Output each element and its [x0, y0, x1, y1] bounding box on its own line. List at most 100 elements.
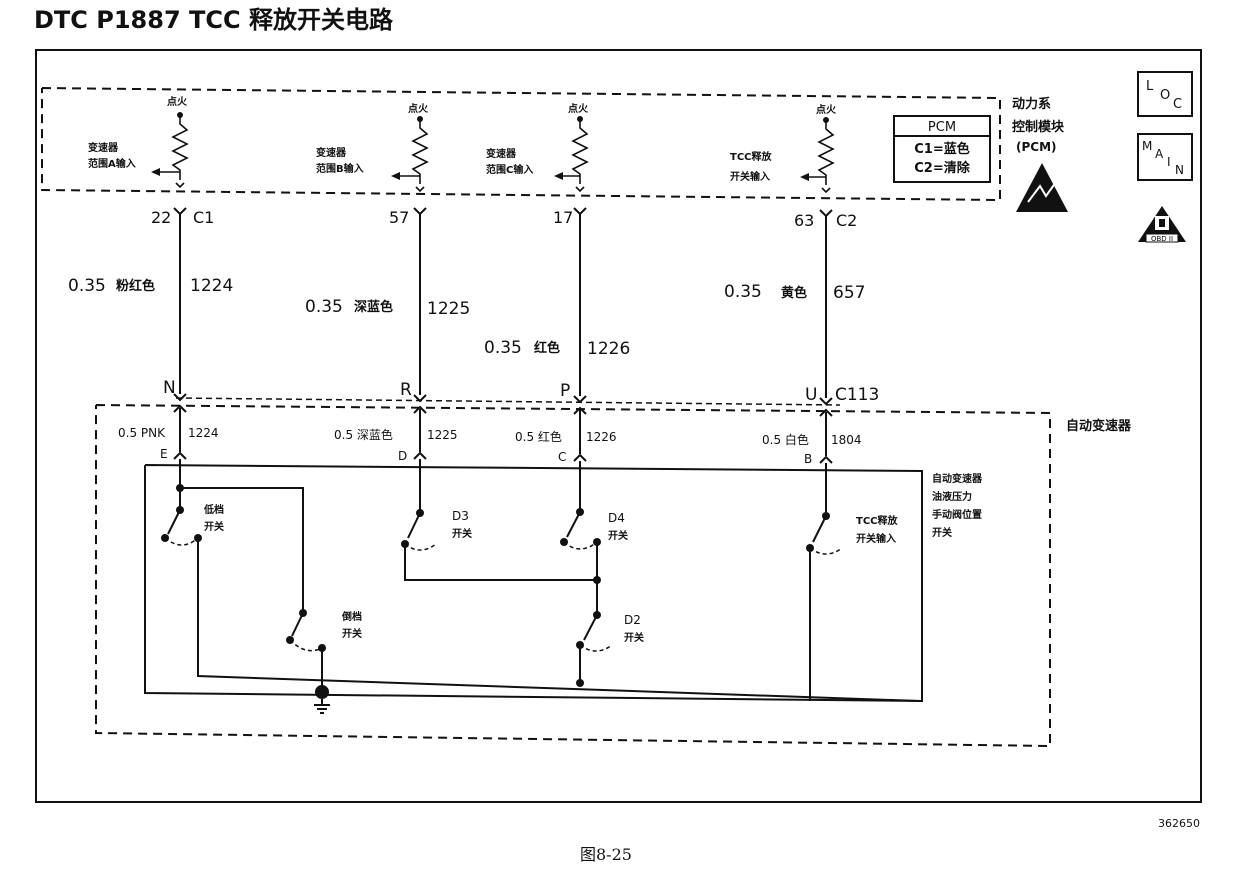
low-gear-switch: 低档 开关: [161, 503, 224, 546]
ignition-label-b: 点火: [408, 102, 429, 115]
wire-1224-size: 0.35: [68, 276, 106, 296]
pin-a-number: 22: [151, 208, 171, 227]
loc-letter-c: C: [1173, 97, 1182, 112]
obd-badge: OBD II: [1138, 206, 1186, 243]
pcm-name-line1: 动力系: [1012, 96, 1051, 112]
pcm-name-line2: 控制模块: [1012, 119, 1065, 135]
tcc-switch-label-2: 开关输入: [856, 532, 896, 545]
ignition-label-d: 点火: [816, 103, 837, 116]
trans-pin-c: C: [558, 450, 566, 464]
loc-letter-o: O: [1160, 88, 1170, 103]
pcm-input-range-a: 点火 变速器 范围A输入: [88, 95, 189, 189]
pin-d-number: 63: [794, 211, 814, 230]
range-c-label-1: 变速器: [486, 147, 517, 160]
lower-wires: [173, 408, 833, 464]
low-switch-label-1: 低档: [203, 503, 224, 516]
reverse-switch-label-1: 倒档: [341, 610, 362, 623]
trans-wire-1224-circuit: 1224: [188, 426, 219, 440]
c113-connector: N R P U C113: [163, 378, 879, 417]
main-letter-a: A: [1155, 147, 1164, 161]
main-badge: M A I N: [1137, 133, 1193, 181]
low-switch-label-2: 开关: [204, 520, 224, 533]
trans-wire-1224-spec: 0.5 PNK: [118, 426, 166, 440]
wire-1224-circuit: 1224: [190, 276, 233, 296]
pcm-input-range-c: 点火 变速器 范围C输入: [486, 102, 589, 193]
wire-spec-1226: 0.35 红色 1226: [484, 338, 630, 359]
d3-switch-label-1: D3: [452, 509, 469, 523]
pin-b-number: 57: [389, 208, 409, 227]
reverse-switch: 倒档 开关: [286, 609, 362, 652]
c113-pin-p: P: [560, 381, 570, 401]
c113-pin-n: N: [163, 378, 176, 398]
main-letter-m: M: [1142, 139, 1152, 153]
ignition-label-c: 点火: [568, 102, 589, 115]
pcm-input-tcc: 点火 TCC释放 开关输入: [730, 103, 837, 194]
ignition-label-a: 点火: [167, 95, 188, 108]
trans-pin-b: B: [804, 452, 812, 466]
d4-switch-label-1: D4: [608, 511, 625, 525]
tcc-release-switch: TCC释放 开关输入: [806, 512, 898, 555]
pcm-input-range-b: 点火 变速器 范围B输入: [316, 102, 429, 193]
trans-wire-1804: 0.5 白色 1804 B: [762, 432, 862, 466]
trans-wire-1226: 0.5 红色 1226 C: [515, 429, 617, 464]
wire-1224-color: 粉红色: [116, 278, 155, 294]
pcm-connector-pins: 22 C1 57 17 63 C2: [151, 207, 857, 230]
pcm-legend-c1: C1=蓝色: [914, 141, 969, 157]
ground-icon: [314, 685, 330, 714]
trans-wire-1224: 0.5 PNK 1224 E: [118, 426, 219, 461]
range-b-label-2: 范围B输入: [316, 162, 364, 175]
range-b-label-1: 变速器: [316, 146, 347, 159]
main-letter-i: I: [1167, 155, 1171, 169]
trans-wire-1225: 0.5 深蓝色 1225 D: [334, 428, 458, 463]
d2-switch-label-1: D2: [624, 613, 641, 627]
wire-657-circuit: 657: [833, 283, 865, 303]
main-wires: [179, 214, 827, 398]
figure-number: 362650: [1158, 817, 1200, 830]
pcm-legend: PCM C1=蓝色 C2=清除: [893, 115, 991, 183]
range-a-label-1: 变速器: [88, 141, 119, 154]
pin-c-number: 17: [553, 208, 573, 227]
range-a-label-2: 范围A输入: [88, 157, 136, 170]
wire-657-size: 0.35: [724, 282, 762, 302]
wire-1225-color: 深蓝色: [354, 299, 393, 315]
d2-switch: D2 开关: [576, 611, 644, 652]
c113-pin-u: U: [805, 385, 817, 405]
d3-switch: D3 开关: [401, 509, 472, 551]
tcc-input-label-1: TCC释放: [730, 150, 772, 163]
wire-spec-657: 0.35 黄色 657: [724, 282, 865, 303]
trans-wire-1226-circuit: 1226: [586, 430, 617, 444]
wire-657-color: 黄色: [781, 285, 807, 301]
trans-wire-1804-spec: 0.5 白色: [762, 432, 809, 447]
switch-assembly-label-2: 油液压力: [932, 490, 972, 503]
wire-1225-size: 0.35: [305, 297, 343, 317]
switch-assembly-box: [144, 464, 923, 703]
switch-assembly-label: 自动变速器 油液压力 手动阀位置 开关: [932, 472, 983, 539]
trans-pin-d: D: [398, 449, 407, 463]
range-c-label-2: 范围C输入: [486, 163, 533, 176]
d4-switch: D4 开关: [560, 508, 628, 550]
switch-wiring: [176, 459, 921, 702]
loc-letter-l: L: [1146, 79, 1154, 94]
pcm-legend-c2: C2=清除: [914, 160, 970, 176]
c113-pin-r: R: [400, 380, 412, 400]
transmission-boundary: [95, 404, 1051, 748]
connector-c1: C1: [193, 208, 214, 227]
pcm-legend-header: PCM: [928, 120, 956, 135]
wire-1226-size: 0.35: [484, 338, 522, 358]
d2-switch-label-2: 开关: [624, 631, 644, 644]
figure-caption: 图8-25: [580, 845, 632, 864]
trans-wire-1225-spec: 0.5 深蓝色: [334, 428, 393, 442]
trans-wire-1226-spec: 0.5 红色: [515, 429, 562, 444]
trans-wire-1804-circuit: 1804: [831, 433, 862, 447]
tcc-input-label-2: 开关输入: [730, 170, 770, 183]
pcm-name-line3: (PCM): [1016, 140, 1057, 154]
wire-1226-circuit: 1226: [587, 339, 630, 359]
reverse-switch-label-2: 开关: [342, 627, 362, 640]
transmission-label: 自动变速器: [1066, 418, 1132, 434]
main-letter-n: N: [1175, 163, 1184, 177]
trans-wire-1225-circuit: 1225: [427, 428, 458, 442]
obd-label: OBD II: [1151, 235, 1173, 243]
wire-1225-circuit: 1225: [427, 299, 470, 319]
diagram-frame: [35, 49, 1202, 803]
